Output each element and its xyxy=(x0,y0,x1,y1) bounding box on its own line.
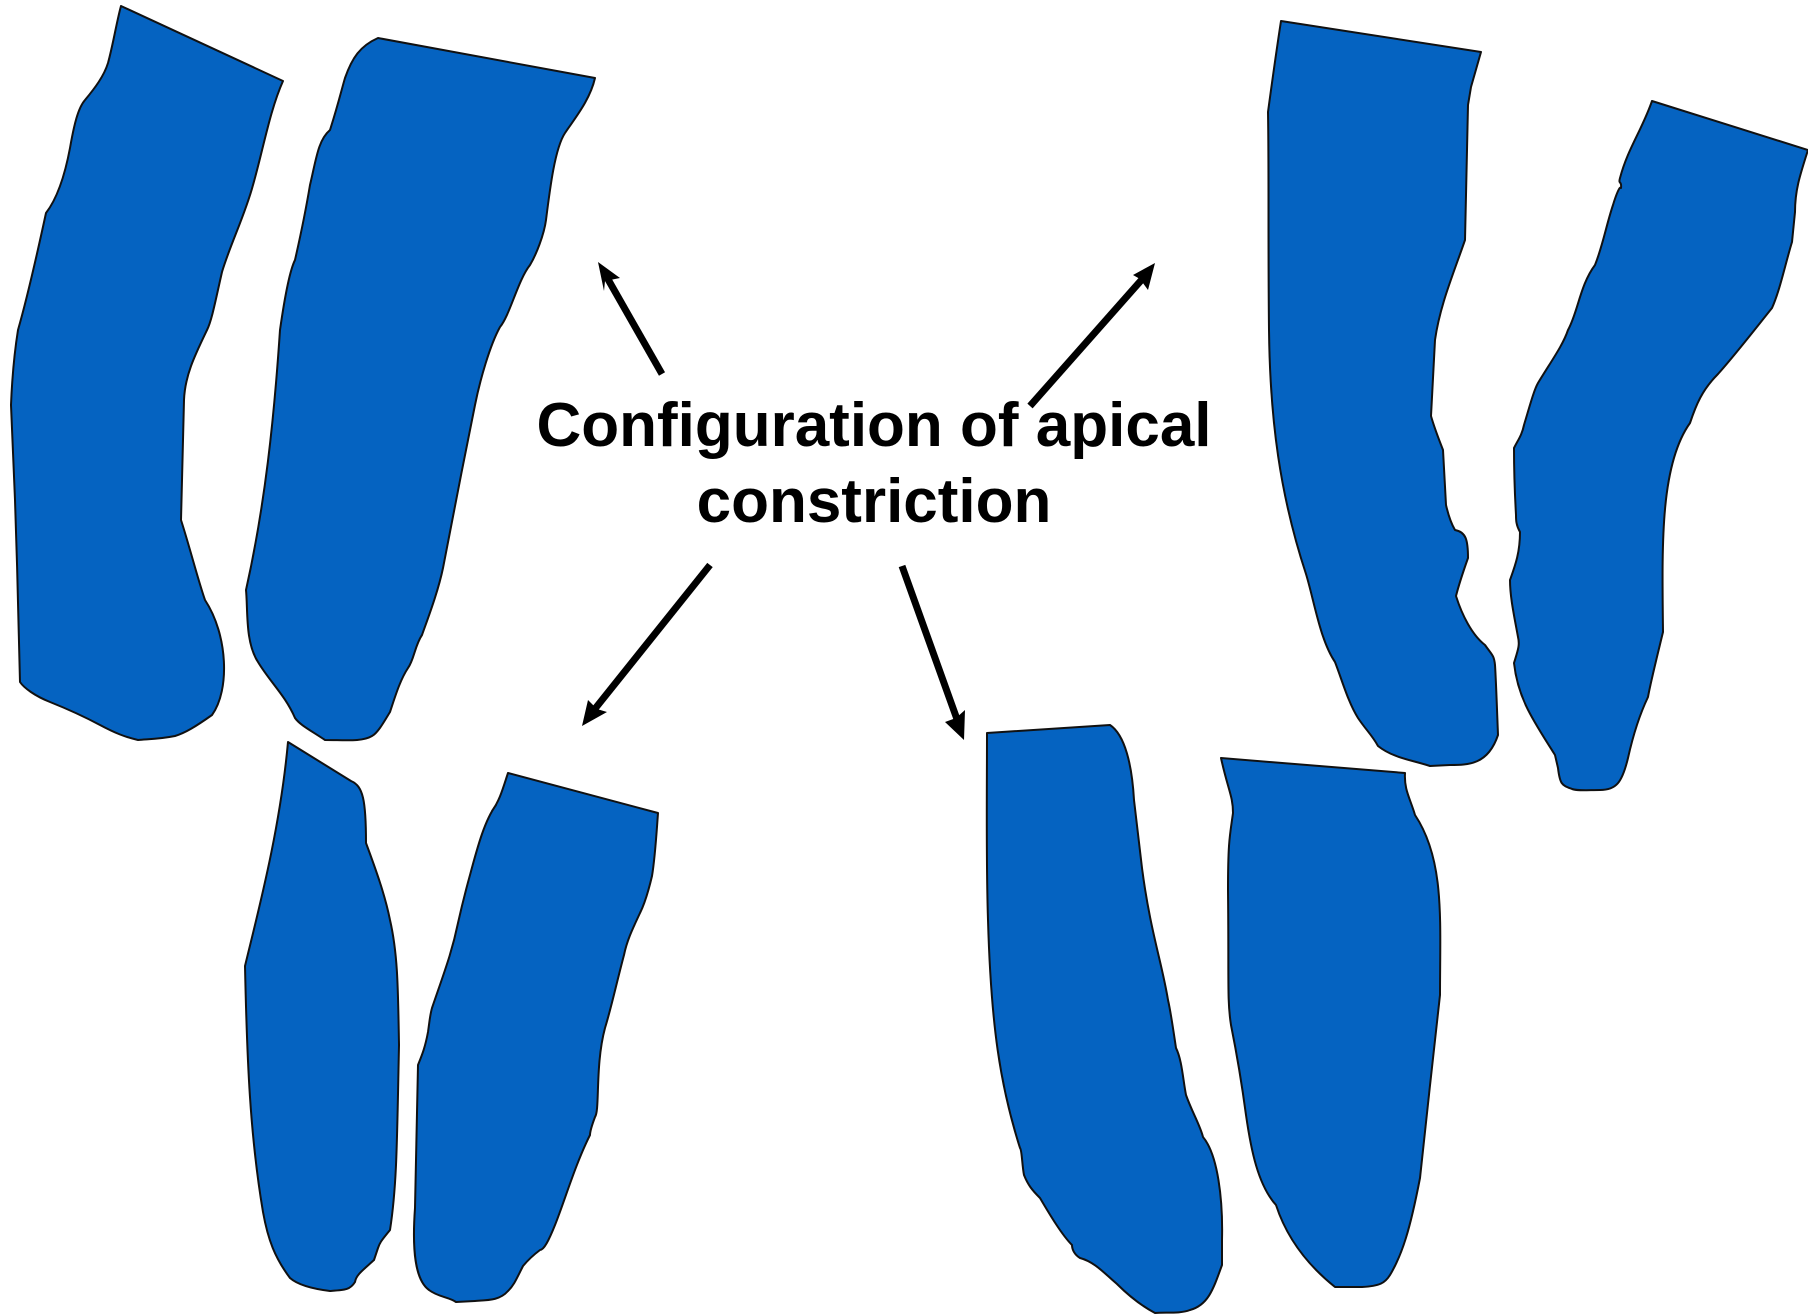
root-canal-shape xyxy=(1268,21,1498,766)
arrow-to-bottom-right xyxy=(902,566,965,740)
canal-pair-bottom-left xyxy=(245,742,658,1302)
arrow-to-top-left xyxy=(598,262,662,374)
root-canal-shape xyxy=(1221,758,1440,1287)
root-canal-shape xyxy=(1510,101,1808,790)
canal-pair-top-right xyxy=(1268,21,1808,790)
root-canal-shape xyxy=(414,773,658,1302)
arrow-to-top-right xyxy=(1030,263,1155,406)
arrow-to-bottom-left xyxy=(582,565,710,726)
root-canal-shape xyxy=(245,742,399,1291)
root-canal-shape xyxy=(987,725,1222,1313)
root-canal-shape xyxy=(11,6,283,740)
canal-pair-top-left xyxy=(11,6,595,740)
caption-text: Configuration of apical constriction xyxy=(494,388,1254,540)
canal-pair-bottom-right xyxy=(987,725,1441,1313)
caption-line-2: constriction xyxy=(494,464,1254,540)
caption-line-1: Configuration of apical xyxy=(494,388,1254,464)
